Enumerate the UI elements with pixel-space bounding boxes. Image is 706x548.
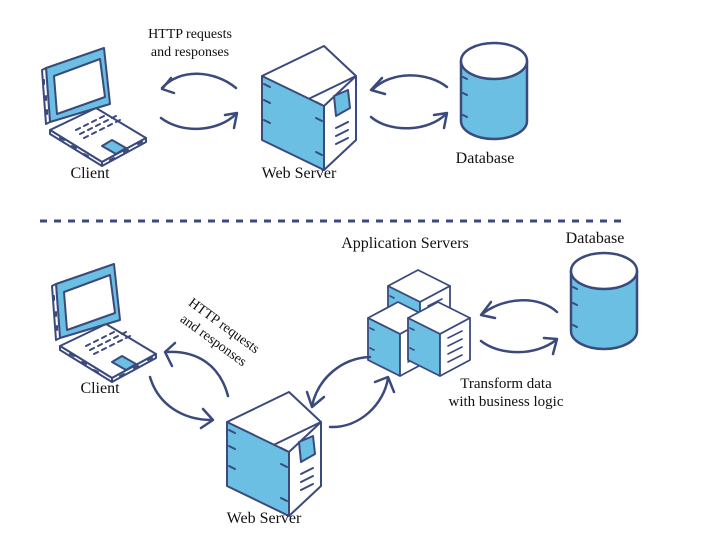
bottom-database-label: Database <box>565 230 625 247</box>
application-server-cluster-icon <box>367 269 471 377</box>
top-client-laptop-icon <box>41 47 147 167</box>
bottom-client-label: Client <box>80 380 120 397</box>
top-server-db-response-arrow <box>369 111 449 130</box>
bottom-client-laptop-icon <box>51 263 157 383</box>
bottom-app-server-response-arrow <box>305 355 372 409</box>
top-server-db-request-arrow <box>369 74 449 96</box>
bottom-server-app-request-arrow <box>328 375 396 429</box>
top-http-label: HTTP requests and responses <box>148 27 232 60</box>
bottom-web-server-icon <box>226 391 322 517</box>
top-client-server-response-arrow <box>159 111 239 130</box>
top-client-label: Client <box>70 165 110 182</box>
application-servers-label: Application Servers <box>341 235 469 252</box>
top-client-server-request-arrow <box>160 72 238 95</box>
bottom-database-icon <box>569 251 639 351</box>
bottom-db-app-response-arrow <box>479 299 559 320</box>
bottom-app-db-request-arrow <box>479 336 559 356</box>
bottom-server-client-response-arrow <box>163 341 230 398</box>
bottom-web-server-label: Web Server <box>226 510 302 527</box>
top-database-label: Database <box>455 150 515 167</box>
top-web-server-label: Web Server <box>261 165 337 182</box>
top-database-icon <box>459 41 529 141</box>
top-web-server-icon <box>261 45 357 171</box>
transform-data-label: Transform data with business logic <box>448 376 564 410</box>
bottom-client-server-request-arrow <box>148 375 215 430</box>
